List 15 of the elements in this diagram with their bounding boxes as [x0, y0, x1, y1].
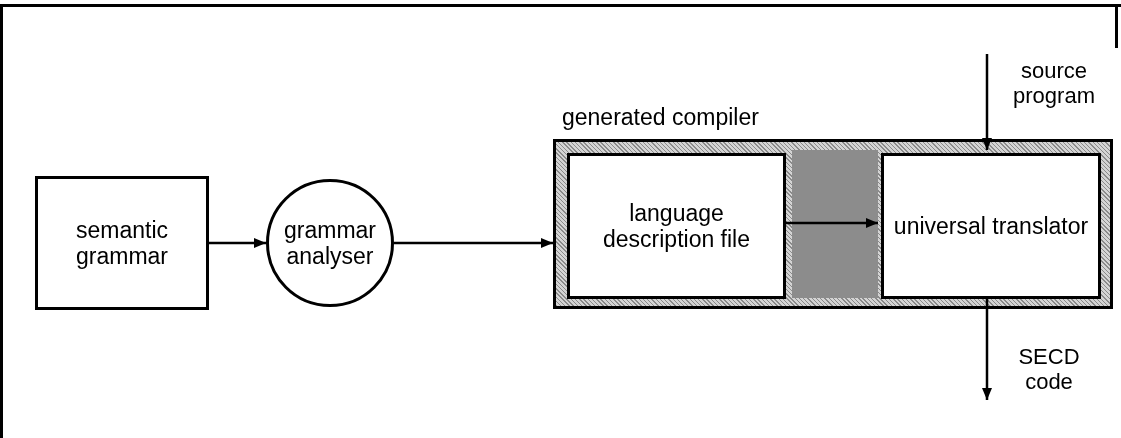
process-box — [35, 176, 209, 310]
node-label: semantic grammar — [74, 217, 169, 269]
node-label: grammar analyser — [283, 217, 377, 269]
arrow — [783, 218, 878, 228]
node-label: source program — [1012, 58, 1096, 108]
process-box — [567, 153, 786, 299]
arrow — [209, 238, 266, 248]
arrow — [394, 238, 553, 248]
node-label: generated compiler — [562, 103, 759, 132]
arrow — [982, 296, 992, 400]
node-label: language description file — [602, 200, 751, 252]
arrow — [982, 54, 992, 150]
node-label: universal translator — [892, 213, 1090, 239]
node-label: SECD code — [1017, 344, 1081, 394]
process-box — [881, 153, 1101, 299]
